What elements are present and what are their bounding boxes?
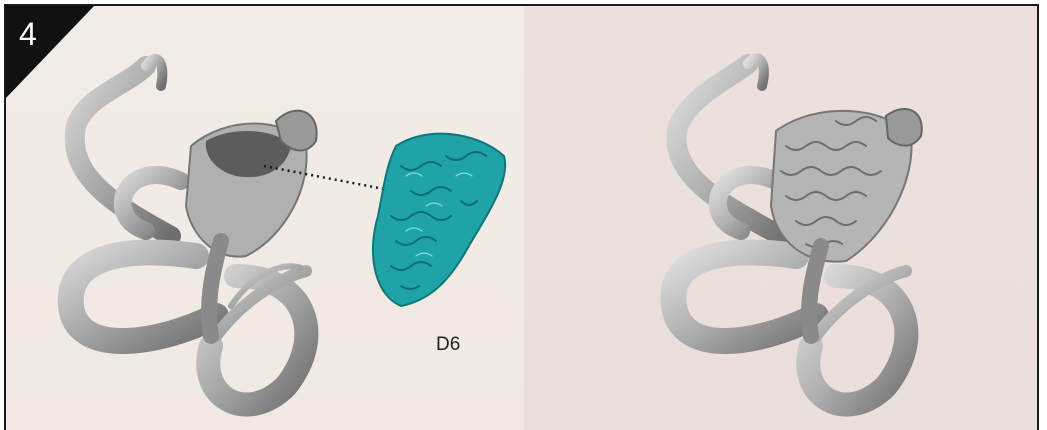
step-badge: 4 [6,6,96,98]
step-number: 4 [19,18,37,50]
creature-model-assembled [6,6,1039,430]
instruction-step-frame: 4 D6 [4,4,1039,430]
part-label: D6 [436,334,460,356]
